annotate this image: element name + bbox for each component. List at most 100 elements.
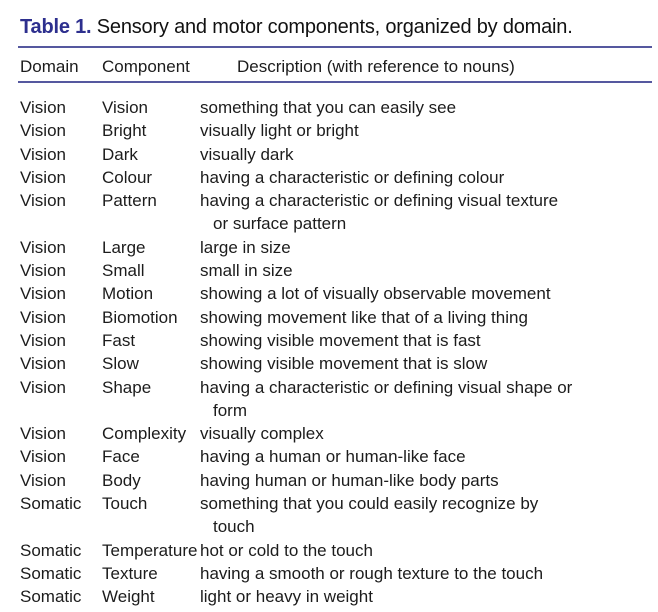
component-cell: Motion [102,284,154,304]
table-body: Vision Vision something that you can eas… [0,96,658,609]
domain-cell: Vision [20,98,66,117]
description-cell: showing movement like that of a living t… [200,306,652,329]
description-line: touch [213,517,255,537]
domain-cell: Vision [20,330,66,350]
table-row: Somatic Texture having a smooth or rough… [0,562,658,585]
description-cell: hot or cold to the touch [200,539,652,562]
domain-cell: Vision [20,191,66,211]
column-header-component: Component [102,57,190,76]
description-line: having a characteristic or defining colo… [200,167,505,187]
table-row: Somatic Temperature hot or cold to the t… [0,539,658,562]
component-cell: Pattern [102,191,157,211]
description-cell: having a human or human-like face [200,445,652,468]
description-line: showing visible movement that is slow [200,354,488,374]
description-line: having a human or human-like face [200,447,466,467]
description-line: large in size [200,237,291,257]
table-row: Vision Large large in size [0,236,658,259]
description-line: having human or human-like body parts [200,470,499,490]
domain-cell: Somatic [20,494,82,514]
domain-cell: Vision [20,470,66,490]
header-rule [18,81,652,83]
table-header-row: Domain Component Description (with refer… [0,48,658,78]
component-cell: Dark [102,144,138,164]
description-line: or surface pattern [213,214,347,234]
description-line: visually complex [200,424,324,444]
table-row: Vision Face having a human or human-like… [0,445,658,468]
description-cell: visually complex [200,422,652,445]
component-cell: Texture [102,563,158,583]
component-cell: Touch [102,494,148,514]
domain-cell: Somatic [20,540,82,560]
description-cell: showing visible movement that is fast [200,329,652,352]
description-line: small in size [200,261,293,281]
domain-cell: Vision [20,447,66,467]
caption-rule [18,46,652,48]
description-cell: having a characteristic or defining visu… [200,189,652,236]
component-cell: Slow [102,354,139,374]
table-caption-text: Sensory and motor components, organized … [96,16,573,38]
description-line: visually light or bright [200,121,359,141]
table-row: Vision Colour having a characteristic or… [0,166,658,189]
domain-cell: Vision [20,307,66,327]
component-cell: Fast [102,330,136,350]
description-cell: having human or human-like body parts [200,469,652,492]
description-line: having a smooth or rough texture to the … [200,563,544,583]
domain-cell: Vision [20,424,66,444]
domain-cell: Vision [20,284,66,304]
component-cell: Temperature [102,540,198,560]
table-row: Vision Slow showing visible movement tha… [0,352,658,375]
table-caption: Table 1. Sensory and motor components, o… [0,0,658,39]
description-cell: visually light or bright [200,119,652,142]
column-header-domain: Domain [20,57,79,76]
description-line: form [213,400,247,420]
domain-cell: Vision [20,121,66,141]
description-line: visually dark [200,144,294,164]
table-row: Vision Bright visually light or bright [0,119,658,142]
table-row: Somatic Touch something that you could e… [0,492,658,539]
table-row: Vision Motion showing a lot of visually … [0,282,658,305]
description-cell: having a smooth or rough texture to the … [200,562,652,585]
domain-cell: Vision [20,354,66,374]
description-cell: showing visible movement that is slow [200,352,652,375]
description-cell: small in size [200,259,652,282]
domain-cell: Somatic [20,587,82,607]
description-cell: showing a lot of visually observable mov… [200,282,652,305]
table-row: Vision Shape having a characteristic or … [0,376,658,423]
description-line: something that you could easily recogniz… [200,494,539,514]
description-cell: light or heavy in weight [200,585,652,608]
domain-cell: Somatic [20,563,82,583]
description-cell: having a characteristic or defining visu… [200,376,652,423]
table-row: Vision Pattern having a characteristic o… [0,189,658,236]
domain-cell: Vision [20,144,66,164]
domain-cell: Vision [20,261,66,281]
component-cell: Face [102,447,140,467]
table-row: Vision Fast showing visible movement tha… [0,329,658,352]
column-header-description: Description (with reference to nouns) [237,57,515,76]
table-row: Vision Dark visually dark [0,143,658,166]
description-line: showing a lot of visually observable mov… [200,284,551,304]
description-cell: something that you can easily see [200,96,652,119]
description-cell: large in size [200,236,652,259]
description-line: hot or cold to the touch [200,540,373,560]
table-row: Vision Body having human or human-like b… [0,469,658,492]
description-line: showing movement like that of a living t… [200,307,528,327]
table-row: Vision Small small in size [0,259,658,282]
description-line: light or heavy in weight [200,587,373,607]
description-line: having a characteristic or defining visu… [200,191,559,211]
table-row: Vision Complexity visually complex [0,422,658,445]
component-cell: Weight [102,587,155,607]
description-cell: something that you could easily recogniz… [200,492,652,539]
description-cell: visually dark [200,143,652,166]
component-cell: Small [102,261,145,281]
domain-cell: Vision [20,237,66,257]
description-cell: having a characteristic or defining colo… [200,166,652,189]
component-cell: Complexity [102,424,187,444]
component-cell: Biomotion [102,307,178,327]
table-row: Vision Biomotion showing movement like t… [0,306,658,329]
component-cell: Bright [102,121,147,141]
description-line: something that you can easily see [200,98,457,117]
component-cell: Shape [102,377,152,397]
component-cell: Vision [102,98,148,117]
component-cell: Body [102,470,141,490]
